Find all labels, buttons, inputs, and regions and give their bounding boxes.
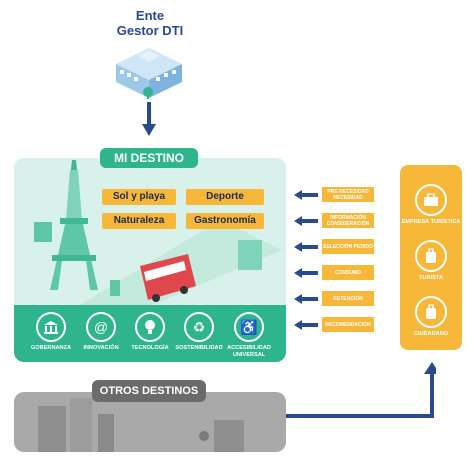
pillar-gobernanza: GOBERNANZA	[24, 312, 78, 352]
suitcase-icon	[415, 296, 447, 328]
category-deporte: Deporte	[186, 189, 264, 205]
pillar-tecnologia: TECNOLOGÍA	[123, 312, 177, 352]
stage-pre-necesidad: PRE-NECESIDAD NECESIDAD	[322, 187, 374, 202]
otros-destinos-panel	[14, 392, 286, 452]
arrow-icon	[294, 242, 318, 252]
institution-icon	[36, 312, 66, 342]
pillar-label: TECNOLOGÍA	[131, 345, 169, 351]
mi-destino-title: MI DESTINO	[100, 148, 198, 168]
category-gastronomia: Gastronomía	[186, 213, 264, 229]
arrow-icon	[294, 216, 318, 226]
pillar-label: SOSTENIBILIDAD	[175, 345, 223, 351]
category-sol-y-playa: Sol y playa	[102, 189, 176, 205]
destination-illustration	[34, 160, 282, 306]
stage-seleccion: SELECCIÓN PEDIDO	[322, 239, 374, 254]
pillar-innovacion: @ INNOVACIÓN	[74, 312, 128, 352]
luggage-icon	[415, 240, 447, 272]
entity-title: Ente Gestor DTI	[95, 8, 205, 38]
arrow-icon	[286, 362, 436, 418]
arrow-icon	[294, 190, 318, 200]
arrow-icon	[142, 102, 156, 136]
pillar-label: ACCESIBILIDAD UNIVERSAL	[227, 345, 271, 358]
entity-title-line1: Ente	[135, 8, 165, 23]
at-icon: @	[86, 312, 116, 342]
briefcase-icon	[415, 184, 447, 216]
otros-destinos-title: OTROS DESTINOS	[92, 380, 206, 402]
actor-label: EMPRESA TURÍSTICA	[401, 219, 461, 225]
arrow-icon	[294, 320, 318, 330]
wheelchair-icon: ♿	[234, 312, 264, 342]
stage-retencion: RETENCIÓN	[322, 291, 374, 306]
stage-consumo: CONSUMO	[322, 265, 374, 280]
actor-turista: TURISTA	[400, 240, 462, 282]
arrow-icon	[294, 268, 318, 278]
actor-empresa-turistica: EMPRESA TURÍSTICA	[400, 184, 462, 226]
actor-ciudadano: CIUDADANO	[400, 296, 462, 338]
entity-title-line2: Gestor DTI	[116, 23, 184, 38]
actor-label: CIUDADANO	[413, 331, 449, 337]
stage-recomendacion: RECOMENDACIÓN	[322, 317, 374, 332]
recycle-icon: ♻	[184, 312, 214, 342]
pillar-accesibilidad: ♿ ACCESIBILIDAD UNIVERSAL	[222, 312, 276, 359]
arrow-icon	[294, 294, 318, 304]
building-icon	[116, 48, 182, 99]
pillar-label: INNOVACIÓN	[83, 345, 119, 351]
pillar-sostenibilidad: ♻ SOSTENIBILIDAD	[172, 312, 226, 352]
pillar-label: GOBERNANZA	[30, 345, 72, 351]
actor-label: TURISTA	[419, 275, 443, 281]
bulb-icon	[135, 312, 165, 342]
category-naturaleza: Naturaleza	[102, 213, 176, 229]
stage-informacion: INFORMACIÓN CONSIDERACIÓN	[322, 213, 374, 228]
